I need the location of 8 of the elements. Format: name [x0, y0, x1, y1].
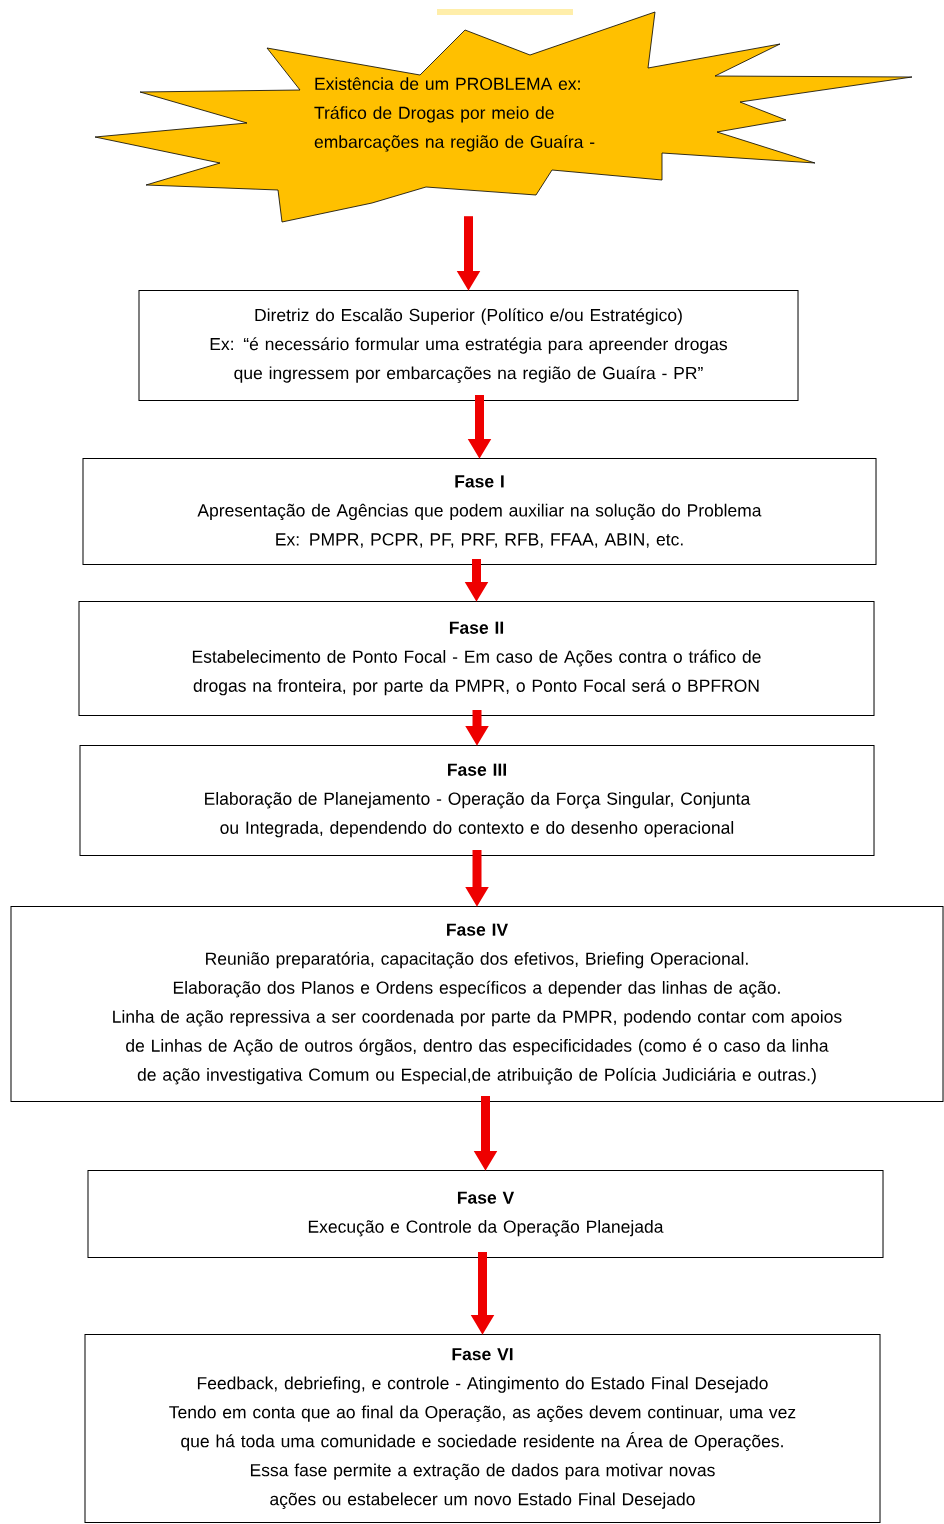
process-box: Diretriz do Escalão Superior (Político e/ou Estratégico) Ex: “é necessário formular uma estratégia para apreender drogas que ingressem por embarcações na região de Guaíra - PR”: [138, 290, 799, 401]
process-box: Fase IV Reunião preparatória, capacitação dos efetivos, Briefing Operacional. Elaboração dos Planos e Ordens específicos a depender das linhas de ação. Linha de ação repressiva a ser coordenada por parte da PMPR, podendo contar com apoios de Linhas de Ação de outros órgãos, dentro das especificidades (como é o caso da linha de ação investigativa Comum ou Especial,de atribuição de Polícia Judiciária e outras.): [10, 906, 944, 1102]
process-box: Fase VI Feedback, debriefing, e controle - Atingimento do Estado Final Desejado Tendo em conta que ao final da Operação, as ações devem continuar, uma vez que há toda uma comunidade e sociedade residente na Área de Operações. Essa fase permite a extração de dados para motivar novas ações ou estabelecer um novo Estado Final Desejado: [84, 1334, 881, 1523]
process-box: Fase V Execução e Controle da Operação Planejada: [87, 1170, 884, 1258]
process-box: Fase II Estabelecimento de Ponto Focal - Em caso de Ações contra o tráfico de drogas na fronteira, por parte da PMPR, o Ponto Focal será o BPFRON: [78, 601, 875, 716]
process-box: Fase III Elaboração de Planejamento - Operação da Força Singular, Conjunta ou Integrada, dependendo do contexto e do desenho operacional: [79, 745, 875, 856]
process-box: Fase I Apresentação de Agências que podem auxiliar na solução do Problema Ex: PMPR, PCPR, PF, PRF, RFB, FFAA, ABIN, etc.: [82, 458, 877, 565]
starburst: Existência de um PROBLEMA ex: Tráfico de Drogas por meio de embarcações na região de Guaíra -: [94, 11, 913, 223]
